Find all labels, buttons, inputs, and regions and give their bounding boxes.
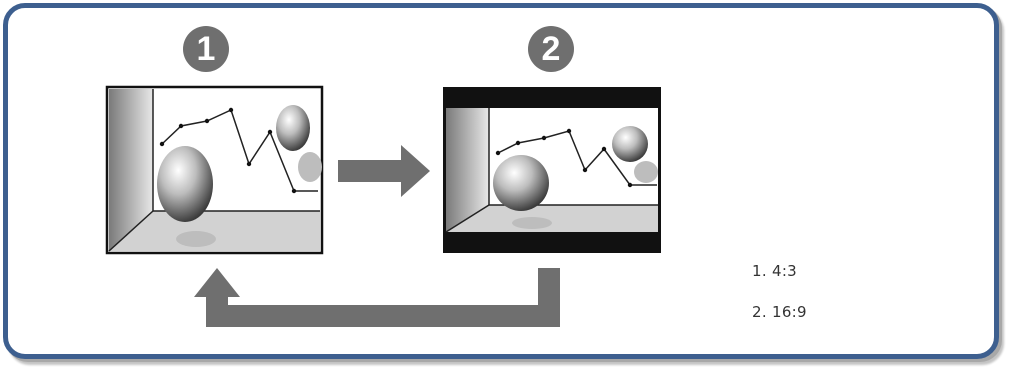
legend-item-16-9: 2. 16:9 xyxy=(752,303,807,321)
image-4-3 xyxy=(105,85,324,255)
line-chart xyxy=(497,130,657,186)
floor xyxy=(446,205,658,232)
legend-item-4-3: 1. 4:3 xyxy=(752,262,798,280)
small-ball-shadow xyxy=(298,152,322,182)
large-ball xyxy=(157,146,213,222)
image-16-9 xyxy=(443,87,661,253)
ball-shadow xyxy=(512,217,552,229)
small-ball xyxy=(612,126,648,162)
left-wall xyxy=(109,89,153,251)
small-ball xyxy=(276,105,310,151)
forward-arrow xyxy=(338,145,430,197)
large-ball xyxy=(493,155,549,211)
floor xyxy=(109,211,320,251)
small-ball-shadow xyxy=(634,161,658,183)
return-arrow xyxy=(194,268,560,327)
step-2-badge: 2 xyxy=(528,26,574,72)
left-wall xyxy=(446,108,489,232)
line-chart xyxy=(161,108,318,192)
step-1-badge: 1 xyxy=(183,26,229,72)
ball-shadow xyxy=(176,231,216,247)
